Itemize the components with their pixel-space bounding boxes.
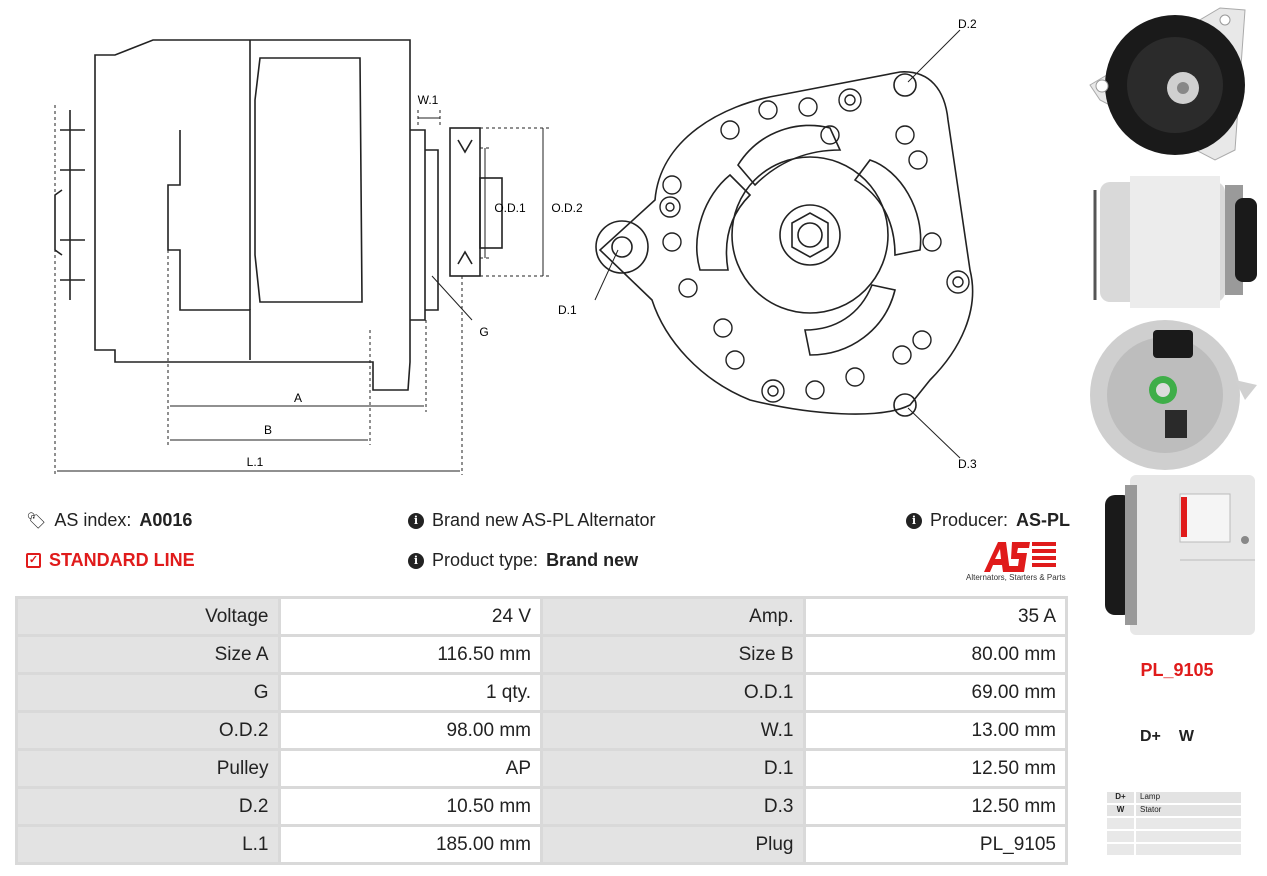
spec-label: L.1: [18, 827, 278, 862]
spec-label: D.3: [543, 789, 803, 824]
label-od2: O.D.2: [551, 201, 583, 215]
spec-label: W.1: [543, 713, 803, 748]
spec-label: O.D.2: [18, 713, 278, 748]
as-index-label: AS index:: [54, 510, 132, 530]
description-text: Brand new AS-PL Alternator: [432, 510, 656, 530]
product-photos: [1089, 7, 1257, 635]
label-w1: W.1: [418, 93, 439, 107]
legend-value: [1136, 818, 1241, 829]
producer-row: i Producer: AS-PL: [906, 510, 1070, 531]
as-index-value: A0016: [139, 510, 193, 530]
as-index-row: 🏷 AS index: A0016: [26, 510, 192, 531]
spec-label: Amp.: [543, 599, 803, 634]
spec-value: 24 V: [280, 599, 540, 634]
plug-pin: D+: [1140, 728, 1161, 745]
photo-side-view: [1093, 176, 1257, 308]
spec-value: 12.50 mm: [805, 751, 1065, 786]
label-d2: D.2: [958, 17, 977, 31]
photo-angled-view: [1105, 475, 1255, 635]
spec-value: AP: [280, 751, 540, 786]
label-d1: D.1: [558, 303, 577, 317]
info-icon: i: [906, 512, 922, 529]
legend-key: W: [1107, 805, 1134, 816]
spec-label: O.D.1: [543, 675, 803, 710]
spec-label: D.2: [18, 789, 278, 824]
spec-value: 13.00 mm: [805, 713, 1065, 748]
standard-line-label: STANDARD LINE: [49, 550, 195, 570]
label-l1: L.1: [247, 455, 264, 469]
spec-value: 35 A: [805, 599, 1065, 634]
label-b: B: [264, 423, 272, 437]
product-type-label: Product type:: [432, 550, 539, 570]
legend-value: Stator: [1136, 805, 1241, 816]
info-icon: i: [408, 552, 424, 569]
legend-key: D+: [1107, 792, 1134, 803]
spec-label: Voltage: [18, 599, 278, 634]
front-view-drawing: D.1 D.2 D.3: [558, 17, 977, 471]
producer-value: AS-PL: [1016, 510, 1071, 530]
plug-code: PL_9105: [1140, 660, 1214, 680]
label-a: A: [294, 391, 302, 405]
checkbox-icon: ✓: [26, 553, 41, 568]
plug-pin: W: [1178, 728, 1195, 745]
plug-pins: D+ W: [1140, 728, 1194, 746]
legend-key: [1107, 831, 1134, 842]
legend-value: [1136, 844, 1241, 855]
legend-key: [1107, 844, 1134, 855]
product-type-row: i Product type: Brand new: [408, 550, 638, 571]
spec-value: 10.50 mm: [280, 789, 540, 824]
spec-label: Plug: [543, 827, 803, 862]
legend-value: Lamp: [1136, 792, 1241, 803]
tags-icon: 🏷: [26, 512, 47, 530]
info-icon: i: [408, 512, 424, 529]
photo-rear-view: [1090, 320, 1257, 470]
spec-value: PL_9105: [805, 827, 1065, 862]
spec-value: 185.00 mm: [280, 827, 540, 862]
spec-label: Pulley: [18, 751, 278, 786]
spec-value: 1 qty.: [280, 675, 540, 710]
product-type-value: Brand new: [546, 550, 639, 570]
label-od1: O.D.1: [494, 201, 526, 215]
producer-label: Producer:: [930, 510, 1009, 530]
as-pl-logo: [984, 542, 1056, 572]
logo-tagline: Alternators, Starters & Parts: [966, 573, 1066, 582]
spec-label: Size A: [18, 637, 278, 672]
side-view-drawing: A B L.1 W.1 O.D.1 O.D.2 G: [54, 39, 583, 475]
standard-line-row: ✓ STANDARD LINE: [26, 550, 195, 571]
spec-value: 69.00 mm: [805, 675, 1065, 710]
legend-row: [1107, 844, 1241, 855]
spec-label: Size B: [543, 637, 803, 672]
photo-front-view: [1089, 7, 1246, 161]
spec-label: G: [18, 675, 278, 710]
description-row: i Brand new AS-PL Alternator: [408, 510, 655, 531]
legend-row: [1107, 831, 1241, 842]
spec-value: 116.50 mm: [280, 637, 540, 672]
legend-key: [1107, 818, 1134, 829]
legend-value: [1136, 831, 1241, 842]
label-d3: D.3: [958, 457, 977, 471]
spec-value: 80.00 mm: [805, 637, 1065, 672]
spec-value: 12.50 mm: [805, 789, 1065, 824]
legend-row: D+Lamp: [1107, 792, 1241, 803]
legend-row: [1107, 818, 1241, 829]
spec-label: D.1: [543, 751, 803, 786]
label-g: G: [479, 325, 488, 339]
spec-value: 98.00 mm: [280, 713, 540, 748]
